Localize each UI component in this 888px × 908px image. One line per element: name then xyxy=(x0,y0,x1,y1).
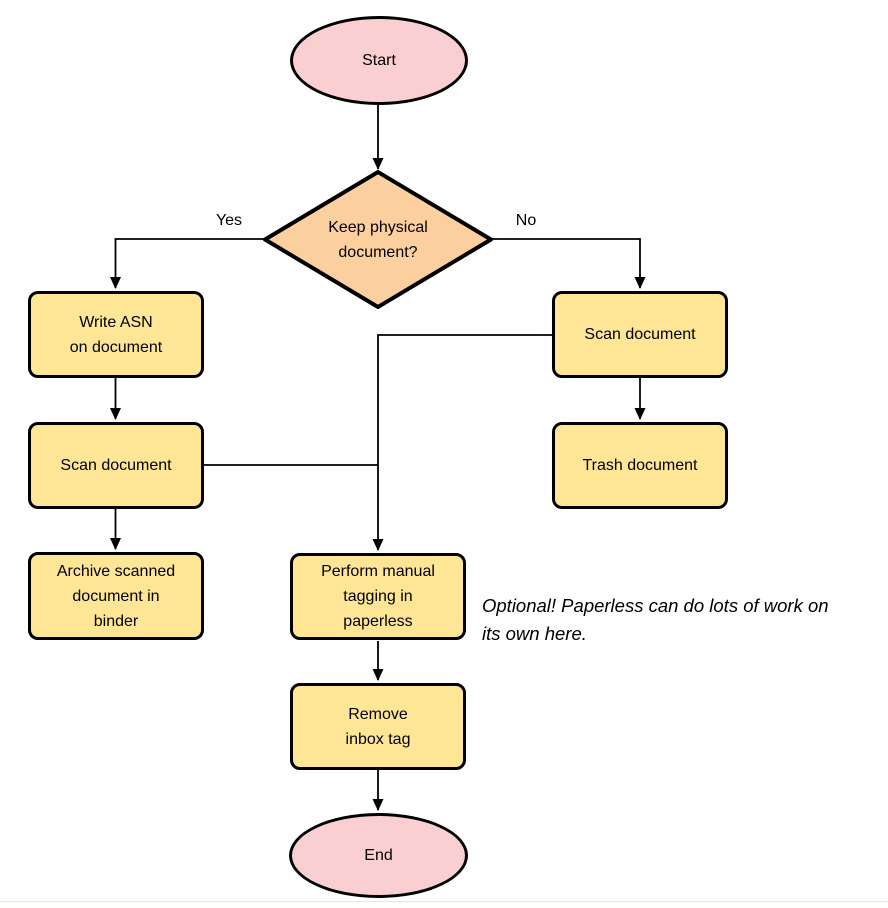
node-scan-document-left: Scan document xyxy=(28,422,204,509)
node-tagging-label: Perform manual tagging in paperless xyxy=(321,563,435,630)
edge-scan-right-to-tagging xyxy=(372,334,552,551)
node-trash-label: Trash document xyxy=(582,457,698,474)
node-start: Start xyxy=(290,16,468,105)
node-start-label: Start xyxy=(362,52,396,69)
node-end: End xyxy=(289,813,468,898)
node-write-asn: Write ASN on document xyxy=(28,291,204,378)
decision-diamond-shape xyxy=(263,170,493,309)
edge-label-yes: Yes xyxy=(203,212,255,230)
node-archive-in-binder: Archive scanned document in binder xyxy=(28,552,204,640)
edge-decision-to-scan-right xyxy=(492,238,646,289)
node-trash-document: Trash document xyxy=(552,422,728,509)
node-scan-document-right: Scan document xyxy=(552,291,728,378)
node-remove-label: Remove inbox tag xyxy=(345,705,411,748)
edge-label-no: No xyxy=(502,212,550,230)
annotation-optional-note: Optional! Paperless can do lots of work … xyxy=(482,595,829,644)
node-write-asn-label: Write ASN on document xyxy=(69,313,163,356)
edge-decision-to-write-asn xyxy=(110,238,264,289)
node-archive-label: Archive scanned document in binder xyxy=(56,562,176,630)
node-decision-keep-physical: Keep physical document? xyxy=(261,168,495,311)
node-remove-inbox-tag: Remove inbox tag xyxy=(290,683,466,770)
node-decision-label: Keep physical document? xyxy=(328,218,428,261)
node-end-label: End xyxy=(364,847,393,864)
window-bottom-edge xyxy=(0,901,888,908)
node-scan-left-label: Scan document xyxy=(60,457,172,474)
node-manual-tagging: Perform manual tagging in paperless xyxy=(290,553,466,640)
node-scan-right-label: Scan document xyxy=(584,326,696,343)
